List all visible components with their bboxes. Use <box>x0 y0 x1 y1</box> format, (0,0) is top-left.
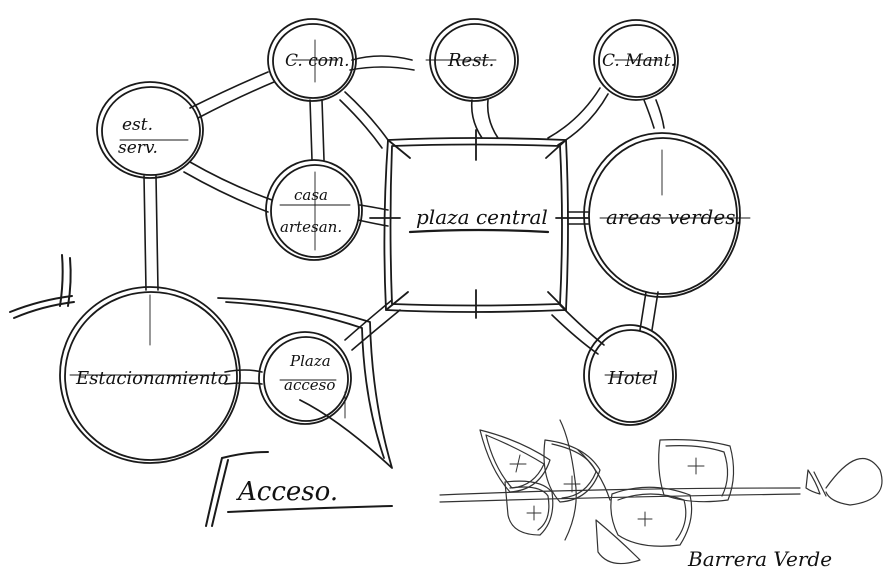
connector-lines <box>143 55 665 385</box>
bubble-est-serv <box>96 81 204 179</box>
label-est-serv-line2: serv. <box>118 138 158 158</box>
label-c-mant: C. Mant. <box>602 51 676 71</box>
label-c-com: C. com. <box>285 51 350 71</box>
label-casa-artesan-line2: artesan. <box>280 218 342 236</box>
label-plaza-acceso-line1: Plaza <box>289 352 331 370</box>
label-est-serv-line1: est. <box>122 115 153 135</box>
bubble-hotel <box>583 324 677 426</box>
label-rest: Rest. <box>447 50 494 71</box>
plaza-central-underline <box>408 228 550 234</box>
bubble-c-com <box>267 18 357 102</box>
label-areas-verdes: areas verdes. <box>606 205 742 229</box>
plaza-central-shape <box>369 129 589 319</box>
label-estacionamiento: Estacionamiento <box>75 368 229 389</box>
access-marks-acceso <box>205 451 393 527</box>
bubble-rest <box>425 18 519 102</box>
label-hotel: Hotel <box>607 368 658 389</box>
bubble-estacionamiento <box>59 286 241 464</box>
label-acceso: Acceso. <box>236 477 338 507</box>
barrera-verde-sketch <box>439 419 883 565</box>
bubble-areas-verdes <box>583 132 751 298</box>
label-casa-artesan-line1: casa <box>294 186 328 204</box>
label-plaza-central: plaza central <box>416 205 548 229</box>
diagram-labels: C. com. Rest. C. Mant. est. serv. casa a… <box>75 50 832 571</box>
bubble-c-mant <box>593 19 679 101</box>
label-plaza-acceso-line2: acceso <box>284 376 335 394</box>
bubble-plaza-acceso <box>217 297 393 469</box>
bubble-casa-artesan <box>265 159 363 261</box>
label-barrera-verde: Barrera Verde <box>687 547 832 571</box>
access-marks-left <box>9 254 75 319</box>
